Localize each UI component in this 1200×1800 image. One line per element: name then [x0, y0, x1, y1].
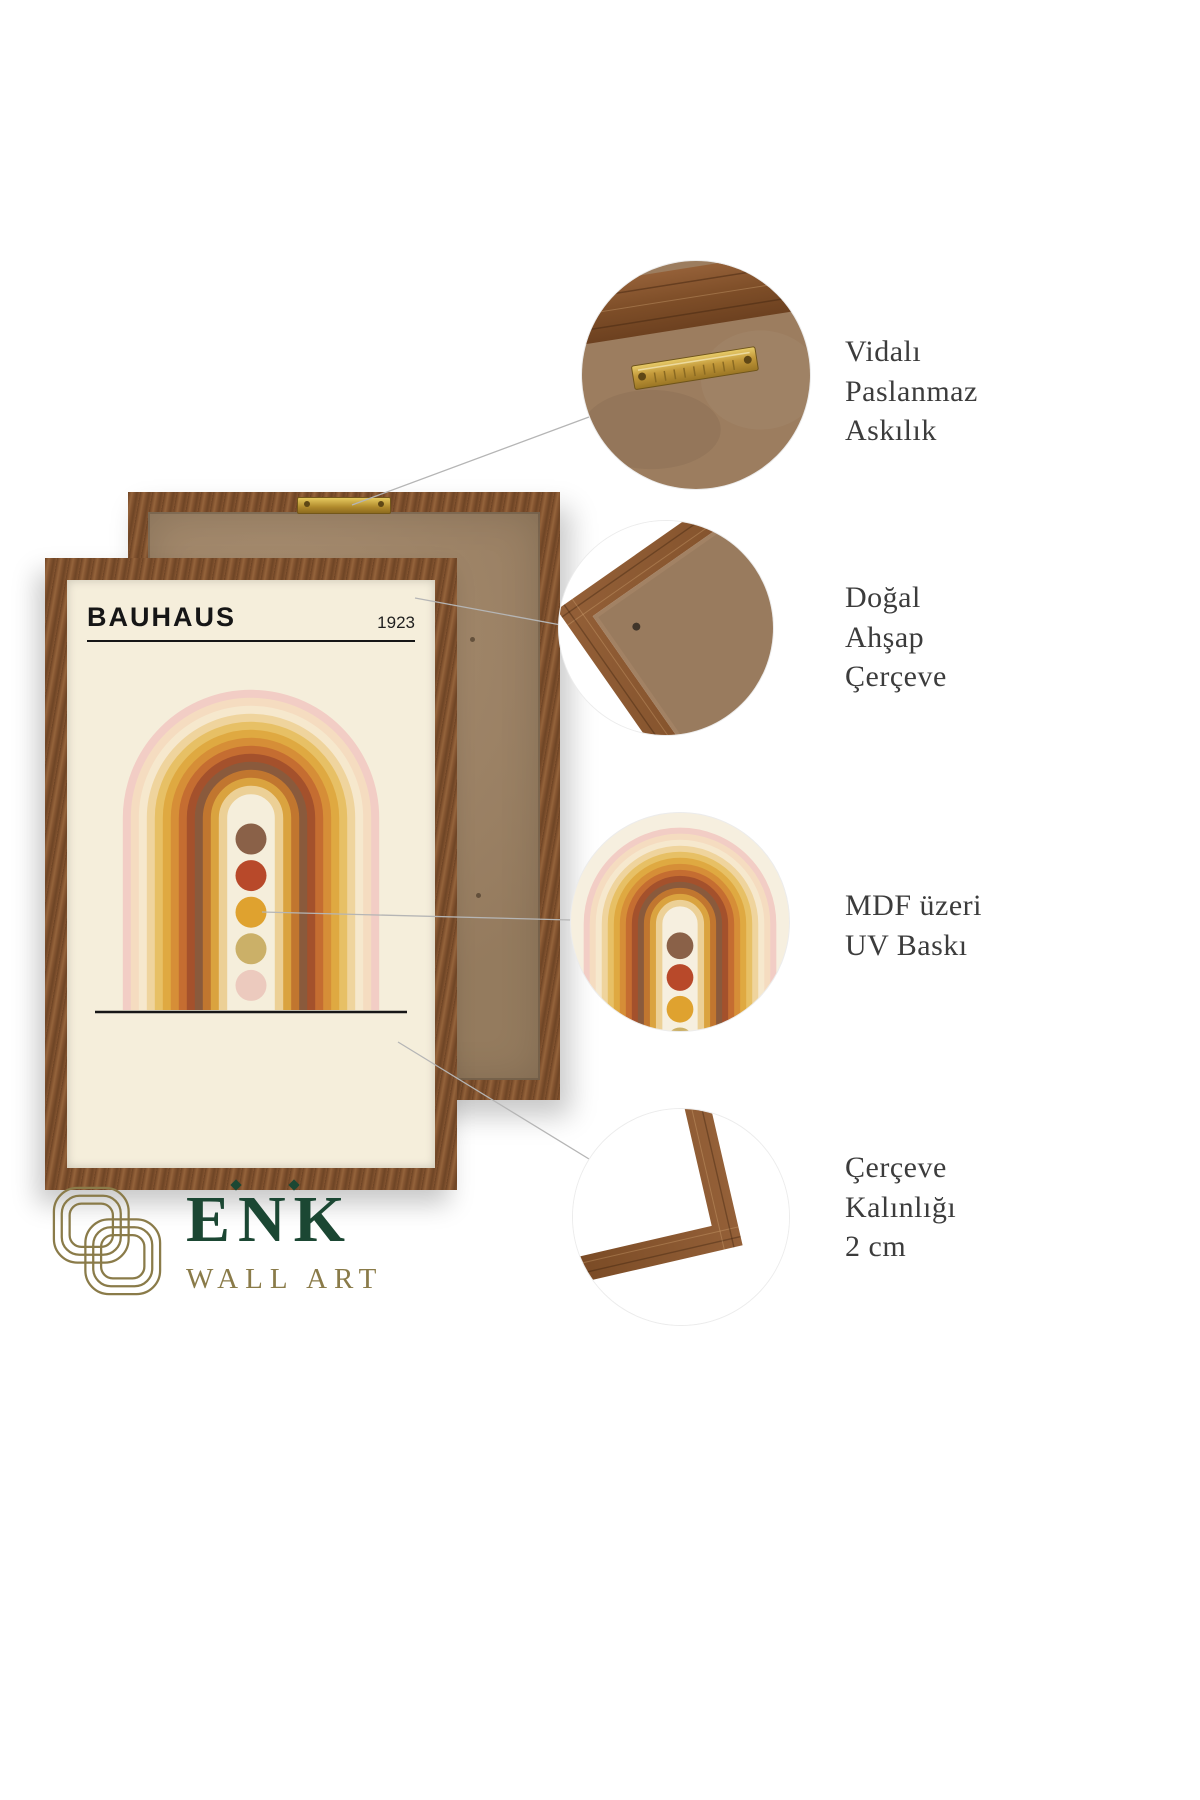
hanger-screw [304, 501, 310, 507]
frame-corner-graphic [559, 521, 773, 735]
label-line: Doğal [845, 581, 921, 614]
hanger-plate [297, 497, 391, 514]
label-line: Vidalı [845, 335, 922, 368]
callout-label-hanger: Vidalı Paslanmaz Askılık [845, 332, 978, 451]
callout-label-thickness: Çerçeve Kalınlığı 2 cm [845, 1148, 956, 1267]
thickness-corner-graphic [573, 1109, 789, 1325]
nail-mark [470, 637, 475, 642]
callout-label-frame: Doğal Ahşap Çerçeve [845, 578, 947, 697]
poster-header-rule [87, 640, 415, 642]
callout-print-detail-photo [570, 812, 790, 1032]
label-line: Çerçeve [845, 1151, 947, 1184]
rainbow-arch-graphic [95, 689, 407, 1014]
hanger-screw [378, 501, 384, 507]
label-line: MDF üzeri [845, 889, 982, 922]
label-line: 2 cm [845, 1230, 907, 1264]
label-line: Askılık [845, 414, 937, 448]
label-line: Paslanmaz [845, 374, 978, 408]
brand-name: ENK [186, 1182, 354, 1256]
callout-hanger-photo [581, 260, 811, 490]
bauhaus-poster: BAUHAUS 1923 [67, 580, 435, 1168]
frame-front-view: BAUHAUS 1923 [45, 558, 457, 1190]
poster-header: BAUHAUS 1923 [87, 602, 415, 632]
label-line: Kalınlığı [845, 1190, 957, 1224]
print-detail-graphic [583, 827, 777, 1031]
callout-frame-corner-photo [558, 520, 774, 736]
brand-subtitle: WALL ART [186, 1262, 384, 1295]
hanger-detail-graphic [582, 261, 810, 489]
logo-text: ENK WALL ART [186, 1178, 384, 1296]
brand-logo: ENK WALL ART [48, 1178, 384, 1300]
poster-title: BAUHAUS [87, 602, 236, 632]
label-line: Çerçeve [845, 660, 947, 694]
poster-year: 1923 [377, 613, 415, 632]
callout-thickness-photo [572, 1108, 790, 1326]
label-line: Ahşap [845, 620, 925, 654]
label-line: UV Baskı [845, 928, 968, 962]
callout-label-print: MDF üzeri UV Baskı [845, 886, 982, 965]
nail-mark [476, 893, 481, 898]
enk-logo-mark-icon [52, 1186, 162, 1296]
